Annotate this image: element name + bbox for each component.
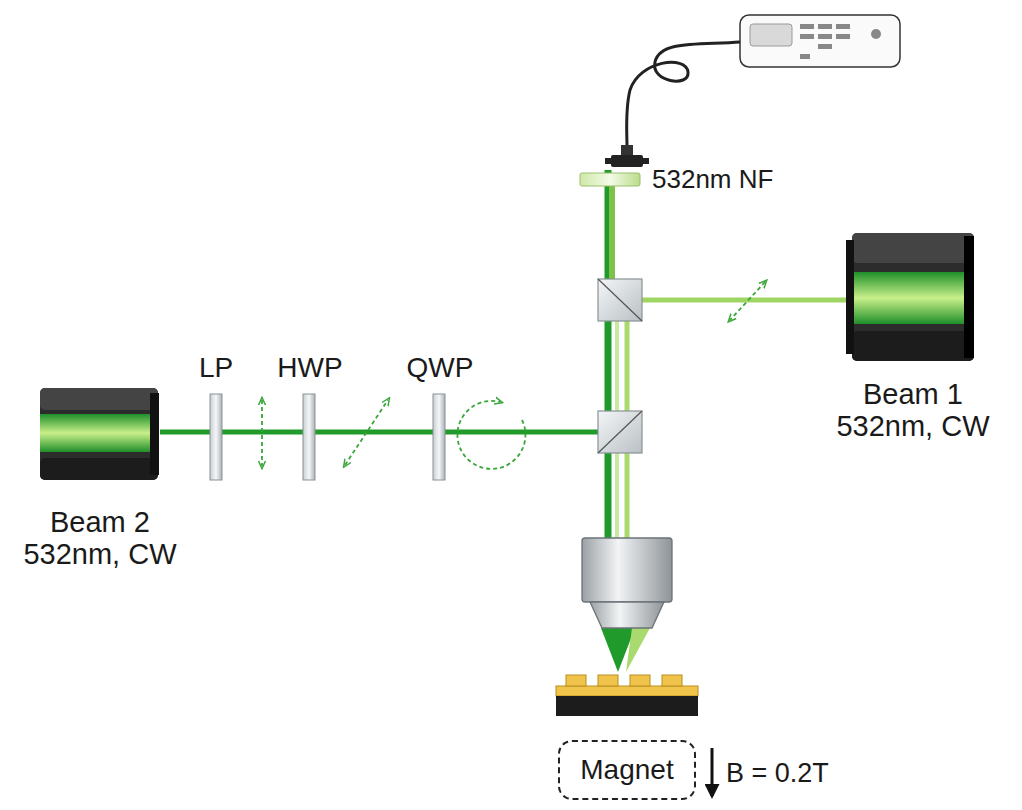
linear-polarizer [210, 394, 222, 480]
quarter-wave-plate [433, 394, 445, 480]
optical-fiber [627, 42, 740, 148]
laser-beams [160, 170, 852, 672]
component-label: QWP [407, 354, 474, 382]
part-name: Magnet [580, 754, 673, 785]
beam-splitter [598, 411, 642, 453]
fiber-coupler [605, 145, 649, 167]
laser-body [40, 388, 159, 480]
component-label: HWP [277, 354, 342, 382]
laser-name: Beam 2 532nm, CW [5, 506, 195, 571]
filter-label: 532nm NF [652, 166, 773, 192]
laser-name: Beam 1 532nm, CW [818, 378, 1008, 443]
field-arrow [711, 748, 714, 796]
beam-splitter [598, 279, 642, 321]
half-wave-plate [303, 394, 315, 480]
objective-lens [582, 538, 672, 628]
polarization-arrow [345, 400, 388, 465]
laser-label: Beam 2 532nm, CW [5, 506, 195, 571]
polarization-arrow [730, 282, 765, 320]
magnet-box: Magnet [558, 740, 696, 800]
notch-filter [580, 173, 640, 186]
component-label: LP [199, 354, 233, 382]
laser-body [846, 233, 974, 361]
field-label: B = 0.2T [726, 760, 829, 787]
laser-label: Beam 1 532nm, CW [818, 378, 1008, 443]
circular-polarization [457, 401, 525, 469]
sample [556, 675, 698, 716]
spectrometer [740, 15, 900, 67]
polarization-arrow [261, 400, 263, 466]
